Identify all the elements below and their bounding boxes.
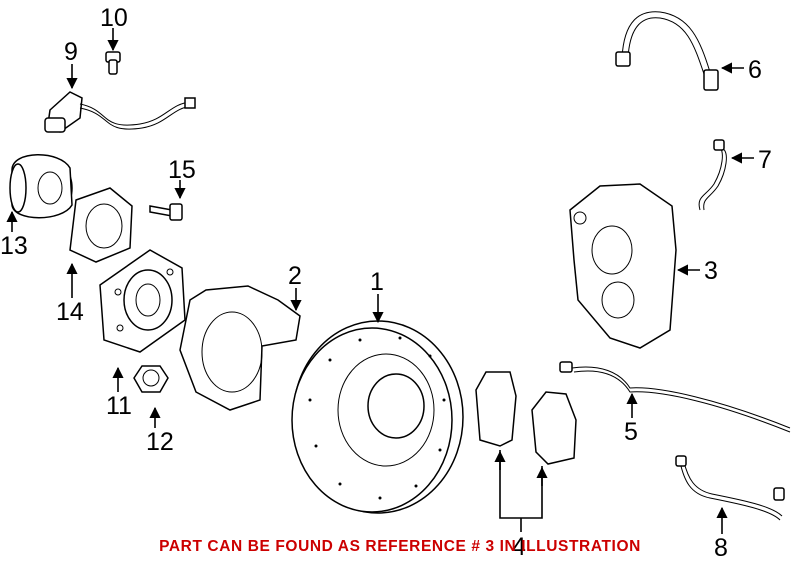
label-13: 13 (0, 232, 28, 260)
label-9: 9 (64, 38, 78, 66)
brake-line-part-7 (698, 139, 727, 211)
splash-shield-part-2 (179, 285, 301, 411)
label-4: 4 (512, 533, 526, 561)
label-8: 8 (714, 534, 728, 562)
label-10: 10 (100, 4, 128, 32)
label-5: 5 (624, 418, 638, 446)
label-11: 11 (106, 392, 132, 420)
reference-caption: PART CAN BE FOUND AS REFERENCE # 3 IN IL… (159, 538, 641, 555)
label-1: 1 (370, 268, 384, 296)
label-15: 15 (168, 156, 196, 184)
wheel-hub-part-11 (99, 249, 186, 353)
dust-plate-part-14 (69, 187, 133, 263)
label-3: 3 (704, 257, 718, 285)
speed-sensor-part-9 (44, 91, 196, 133)
bolt-part-15 (149, 203, 183, 221)
brake-caliper-part-3 (569, 183, 677, 349)
leader-lines (6, 28, 754, 534)
label-14: 14 (56, 298, 84, 326)
brake-line-part-8 (675, 455, 785, 521)
label-6: 6 (748, 56, 762, 84)
brake-pads-part-4 (475, 371, 577, 465)
bolt-part-10 (105, 51, 121, 75)
brake-hose-part-6 (615, 11, 719, 91)
label-12: 12 (146, 428, 174, 456)
brake-rotor-part-1 (291, 320, 464, 514)
label-7: 7 (758, 146, 772, 174)
label-2: 2 (288, 262, 302, 290)
axle-nut-part-12 (133, 365, 169, 393)
wheel-bearing-part-13 (9, 154, 73, 219)
wear-sensor-part-5 (559, 361, 791, 433)
